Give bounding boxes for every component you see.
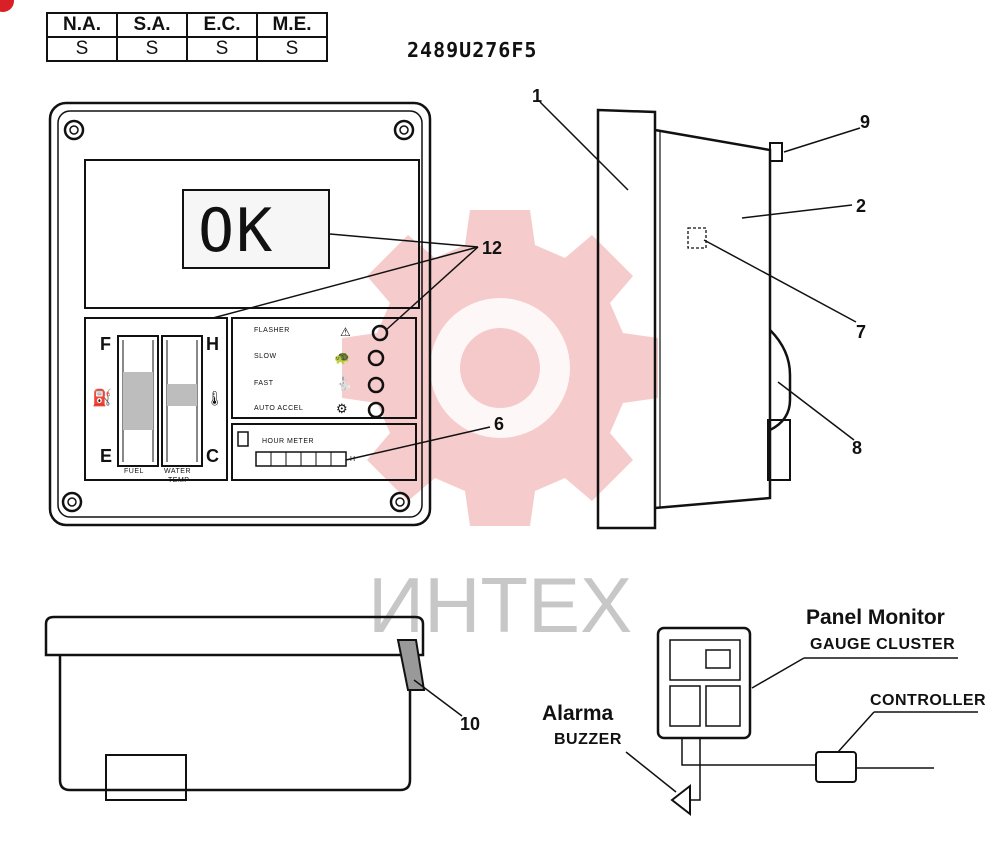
screw-bottom-right	[389, 491, 411, 513]
value-na: S	[46, 36, 118, 62]
front-view	[48, 101, 432, 527]
fuel-pump-icon: ⛽	[92, 390, 112, 407]
screw-bottom-right-inner	[395, 497, 405, 507]
auto-accel-icon: ⚙	[336, 401, 348, 416]
bottom-body	[58, 655, 412, 792]
screw-bottom-left	[61, 491, 83, 513]
panel-monitor-title: Panel Monitor	[806, 606, 945, 629]
fuel-empty-letter: E	[100, 446, 113, 466]
indicator-slow: SLOW	[254, 353, 277, 360]
system-wiring	[625, 657, 978, 801]
callout-7: 7	[856, 322, 867, 342]
side-bezel	[596, 108, 657, 530]
slow-icon: 🐢	[334, 350, 351, 365]
header-sa: S.A.	[116, 12, 188, 38]
screw-top-left	[63, 119, 85, 141]
fuel-gauge	[117, 335, 159, 467]
auto-accel-lamp	[367, 401, 385, 419]
controller-box	[815, 751, 857, 783]
hour-meter-label: HOUR METER	[262, 438, 315, 445]
bottom-connector	[105, 754, 187, 801]
temp-cold-letter: C	[206, 446, 219, 466]
callout-2: 2	[856, 196, 867, 216]
mini-panel-monitor	[656, 626, 752, 740]
indicator-panel	[231, 317, 417, 419]
front-bezel	[57, 110, 423, 518]
mini-gauges	[669, 685, 701, 727]
fuel-full-letter: F	[100, 334, 111, 354]
watermark-gear-core	[460, 328, 540, 408]
indicator-fast: FAST	[254, 380, 274, 387]
watermark-text: ИНТЕХ	[368, 561, 632, 649]
callout-10: 10	[460, 714, 481, 734]
controller-label: CONTROLLER	[870, 692, 987, 709]
buzzer-label: BUZZER	[554, 731, 622, 748]
applicability-table: N.A. S.A. E.C. M.E. S S S S	[46, 12, 328, 62]
hour-meter-unit: H	[350, 456, 356, 463]
mini-display	[669, 639, 741, 681]
alarm-title: Alarma	[542, 702, 614, 725]
screw-top-left-inner	[69, 125, 79, 135]
hour-meter-icon	[237, 431, 249, 447]
mini-ok	[705, 649, 731, 669]
temp-hot-letter: H	[206, 334, 219, 354]
value-sa: S	[116, 36, 188, 62]
callout-9: 9	[860, 112, 871, 132]
indicator-auto-accel: AUTO ACCEL	[254, 405, 304, 412]
fast-lamp	[367, 376, 385, 394]
mini-indicators	[705, 685, 741, 727]
header-ec: E.C.	[186, 12, 258, 38]
slow-lamp	[367, 349, 385, 367]
callout-1: 1	[532, 86, 543, 106]
fast-icon: 🐇	[336, 376, 353, 391]
ok-display-text: OK	[198, 196, 275, 266]
header-na: N.A.	[46, 12, 118, 38]
screw-top-right-inner	[399, 125, 409, 135]
temp-level-fill	[167, 384, 197, 406]
callout-12: 12	[482, 238, 503, 258]
front-housing	[48, 101, 432, 527]
corner-badge	[0, 0, 14, 12]
side-leaders	[539, 101, 861, 441]
bottom-view	[44, 615, 426, 801]
fuel-caption: FUEL	[124, 468, 144, 475]
ok-display	[182, 189, 330, 269]
fuel-level-fill	[123, 372, 153, 430]
front-leaders	[212, 233, 491, 461]
side-hidden-part	[687, 227, 707, 249]
value-ec: S	[186, 36, 258, 62]
bottom-top-lid	[44, 615, 425, 657]
hour-meter-panel	[231, 423, 417, 481]
side-clamp	[767, 419, 791, 481]
bottom-side-knob	[396, 639, 426, 691]
water-caption: WATER	[164, 468, 191, 475]
gauge-panel	[84, 317, 228, 481]
leader-10	[413, 679, 463, 717]
temp-gauge	[161, 335, 203, 467]
callout-8: 8	[852, 438, 863, 458]
system-diagram	[656, 626, 857, 817]
value-me: S	[256, 36, 328, 62]
header-me: M.E.	[256, 12, 328, 38]
flasher-lamp	[371, 324, 389, 342]
screw-bottom-left-inner	[67, 497, 77, 507]
side-body	[654, 128, 772, 510]
side-connector-top	[769, 142, 783, 162]
part-number: 2489U276F5	[407, 38, 538, 62]
thermometer-icon: 🌡	[206, 390, 224, 406]
indicator-flasher: FLASHER	[254, 327, 290, 334]
callout-6: 6	[494, 414, 505, 434]
side-bracket	[769, 329, 792, 432]
side-view	[596, 108, 792, 530]
flasher-icon: ⚠	[340, 325, 351, 339]
temp-caption: TEMP	[168, 477, 190, 484]
screw-top-right	[393, 119, 415, 141]
gauge-cluster-label: GAUGE CLUSTER	[810, 636, 956, 653]
